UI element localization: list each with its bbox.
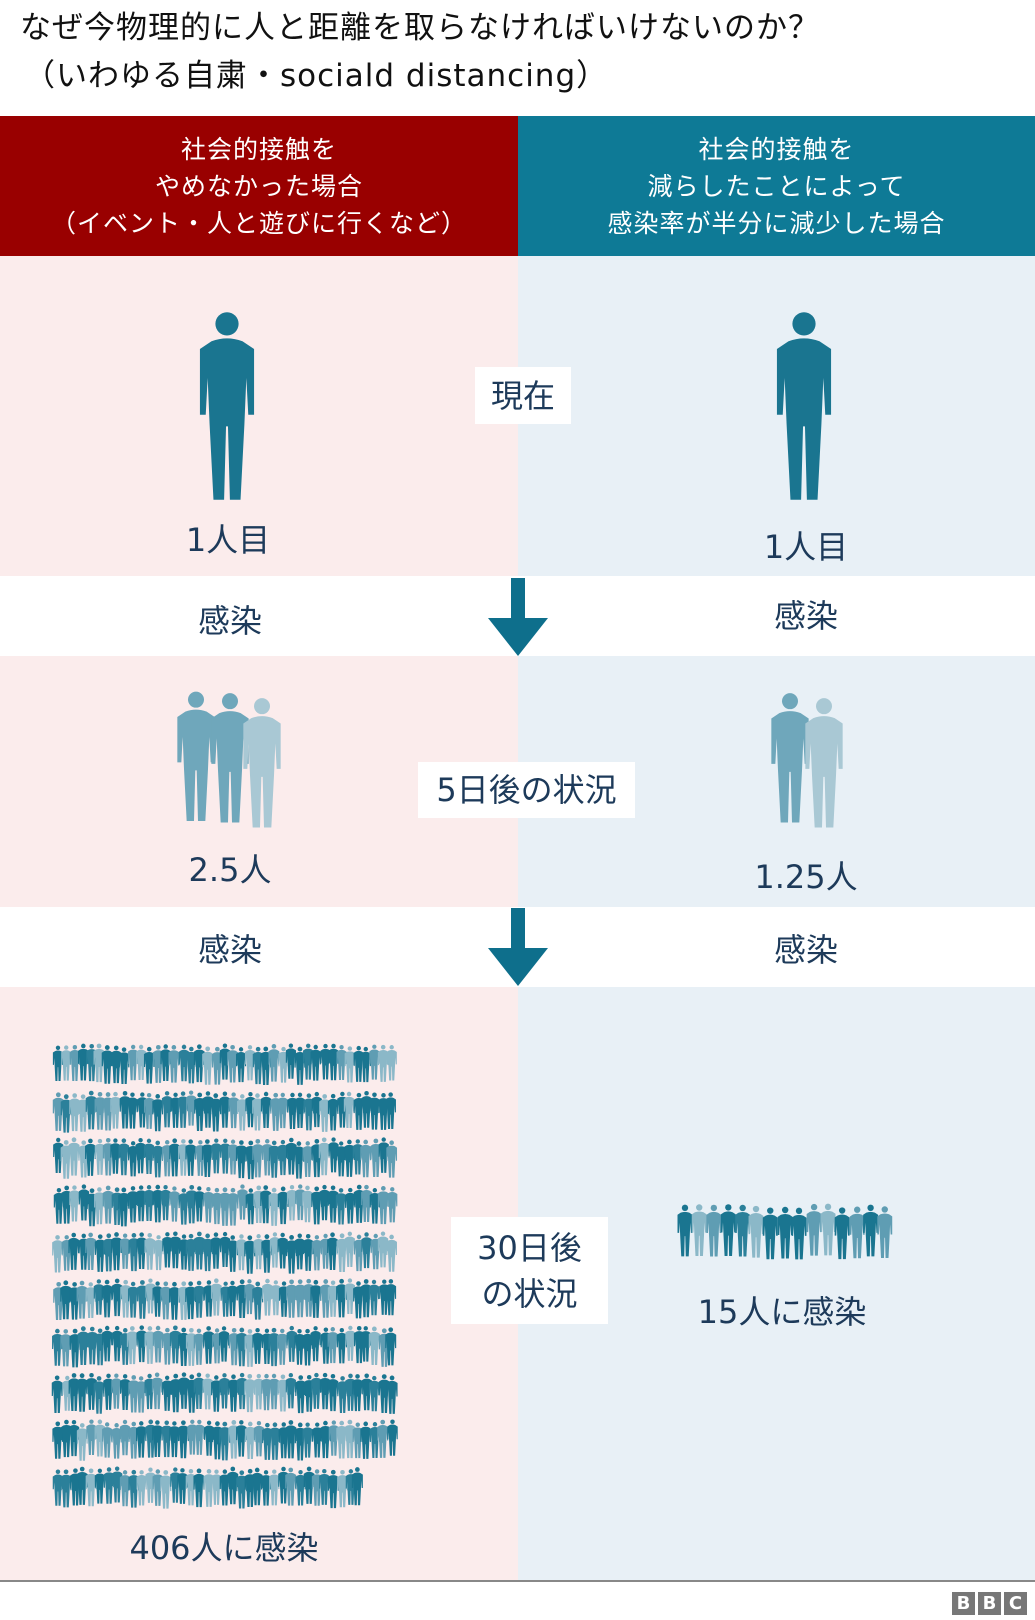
- person-icon: [361, 1232, 371, 1268]
- person-icon: [763, 1207, 778, 1259]
- right-count-day5: 1.25人: [754, 858, 858, 896]
- stage-label-day5: 5日後の状況: [418, 762, 635, 818]
- person-icon: [120, 1091, 131, 1129]
- person-icon: [821, 1204, 836, 1256]
- person-icon: [128, 1375, 139, 1412]
- bottom-divider: [0, 1580, 1035, 1582]
- arrow-down-icon: [488, 578, 548, 656]
- person-icon: [678, 1205, 693, 1257]
- crowd-15-icon: [677, 1193, 892, 1273]
- person-icon: [229, 1328, 240, 1365]
- person-icon: [252, 1328, 262, 1364]
- person-icon: [69, 1185, 79, 1221]
- person-icon: [692, 1204, 707, 1256]
- right-column-header: 社会的接触を 減らしたことによって 感染率が半分に減少した場合: [518, 116, 1035, 256]
- person-icon: [835, 1207, 850, 1259]
- person-icon: [778, 1207, 793, 1259]
- person-icon: [152, 1372, 163, 1409]
- person-icon: [735, 1205, 750, 1257]
- left-infect-label-2: 感染: [197, 931, 263, 969]
- person-icon: [850, 1207, 865, 1259]
- right-count-now: 1人目: [763, 528, 849, 566]
- person-icon: [53, 1092, 64, 1130]
- left-count-now: 1人目: [185, 521, 271, 559]
- person-icon: [169, 1186, 179, 1221]
- person-icon: [379, 1374, 390, 1413]
- person-icon: [170, 1467, 180, 1502]
- crowd-406-icon: [52, 1043, 394, 1515]
- person-icon: [749, 1206, 764, 1258]
- left-infect-label-1: 感染: [197, 602, 263, 640]
- person-icon: [77, 1373, 88, 1411]
- person-icon: [228, 1188, 239, 1226]
- person-icon: [204, 1469, 215, 1507]
- right-infect-label-2: 感染: [773, 931, 839, 969]
- person-icon: [706, 1205, 721, 1257]
- bbc-logo: B B C: [952, 1592, 1027, 1615]
- person-icon: [721, 1204, 736, 1256]
- stage-label-now: 現在: [475, 367, 571, 424]
- person-icon: [236, 1140, 247, 1178]
- left-count-day5: 2.5人: [188, 851, 272, 889]
- person-icon: [377, 1420, 388, 1458]
- title-line-2: （いわゆる自粛・sociald distancing）: [24, 58, 609, 94]
- person-icon: [807, 1204, 822, 1256]
- people-group-icon: [770, 682, 845, 837]
- person-icon: [185, 1139, 196, 1176]
- right-count-day30: 15人に感染: [697, 1293, 867, 1331]
- person-icon: [86, 1373, 97, 1410]
- person-icon: [136, 1421, 147, 1457]
- person-icon: [52, 1235, 63, 1272]
- person-icon: [198, 305, 256, 509]
- person-icon: [287, 1093, 297, 1129]
- person-icon: [877, 1206, 892, 1258]
- person-icon: [863, 1205, 878, 1257]
- left-count-day30: 406人に感染: [129, 1529, 319, 1567]
- people-group-icon: [176, 682, 286, 837]
- person-icon: [303, 1423, 313, 1458]
- left-row-now: [0, 256, 518, 576]
- right-row-now: [518, 256, 1035, 576]
- right-infect-label-1: 感染: [773, 597, 839, 635]
- person-icon: [152, 1094, 163, 1131]
- stage-label-day30: 30日後 の状況: [451, 1217, 608, 1324]
- person-icon: [220, 1043, 230, 1079]
- person-icon: [145, 1468, 155, 1503]
- person-icon: [194, 1329, 204, 1365]
- left-column-header: 社会的接触を やめなかった場合 （イベント・人と遊びに行くなど）: [0, 116, 518, 256]
- person-icon: [69, 1137, 80, 1175]
- title-line-1: なぜ今物理的に人と距離を取らなければいけないのか？: [20, 10, 820, 46]
- person-icon: [194, 1420, 204, 1455]
- person-icon: [186, 1328, 197, 1366]
- person-icon: [775, 305, 833, 509]
- arrow-down-icon: [488, 908, 548, 986]
- person-icon: [52, 1375, 63, 1412]
- person-icon: [792, 1208, 807, 1260]
- person-icon: [369, 1327, 380, 1366]
- person-icon: [211, 1278, 222, 1315]
